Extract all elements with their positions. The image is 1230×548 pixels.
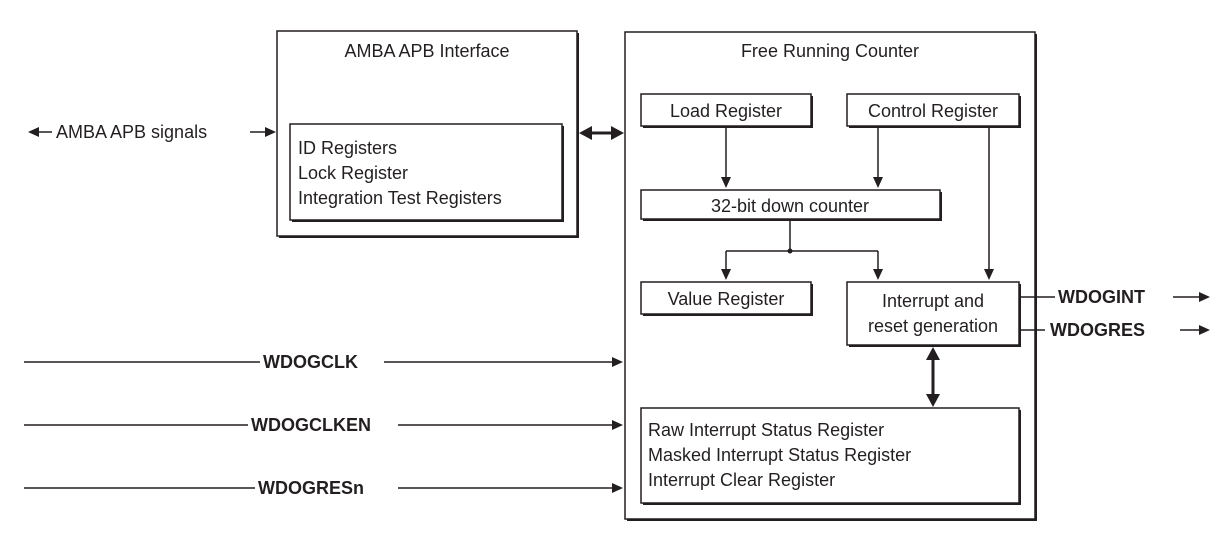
load-register-box: Load Register: [640, 93, 813, 128]
free-running-counter-title: Free Running Counter: [741, 41, 919, 61]
integration-test-registers-label: Integration Test Registers: [298, 188, 502, 208]
down-counter-label: 32-bit down counter: [711, 196, 869, 216]
apb-bus-arrow: [579, 126, 624, 140]
interrupt-generation-box: Interrupt and reset generation: [846, 281, 1021, 347]
down-counter-box: 32-bit down counter: [640, 189, 942, 221]
wdogclk-signal: WDOGCLK: [24, 352, 623, 372]
interrupt-generation-line2: reset generation: [868, 316, 998, 336]
wdogres-signal: WDOGRES: [1019, 320, 1210, 340]
wdogres-label: WDOGRES: [1050, 320, 1145, 340]
raw-interrupt-status-label: Raw Interrupt Status Register: [648, 420, 884, 440]
internal-connections: [721, 126, 994, 407]
control-register-label: Control Register: [868, 101, 998, 121]
wdogresn-label: WDOGRESn: [258, 478, 364, 498]
value-register-box: Value Register: [640, 281, 813, 316]
apb-registers-box: ID Registers Lock Register Integration T…: [289, 123, 564, 222]
control-register-box: Control Register: [846, 93, 1021, 128]
status-registers-box: Raw Interrupt Status Register Masked Int…: [640, 407, 1021, 505]
apb-interface-title: AMBA APB Interface: [344, 41, 509, 61]
interrupt-generation-line1: Interrupt and: [882, 291, 984, 311]
wdogclk-label: WDOGCLK: [263, 352, 358, 372]
wdogresn-signal: WDOGRESn: [24, 478, 623, 498]
masked-interrupt-status-label: Masked Interrupt Status Register: [648, 445, 911, 465]
wdogclken-label: WDOGCLKEN: [251, 415, 371, 435]
value-register-label: Value Register: [668, 289, 785, 309]
lock-register-label: Lock Register: [298, 163, 408, 183]
load-register-label: Load Register: [670, 101, 782, 121]
wdogclken-signal: WDOGCLKEN: [24, 415, 623, 435]
interrupt-clear-label: Interrupt Clear Register: [648, 470, 835, 490]
apb-signals-label: AMBA APB signals: [56, 122, 207, 142]
apb-signals: AMBA APB signals: [28, 122, 276, 142]
wdogint-label: WDOGINT: [1058, 287, 1145, 307]
id-registers-label: ID Registers: [298, 138, 397, 158]
wdogint-signal: WDOGINT: [1019, 287, 1210, 307]
